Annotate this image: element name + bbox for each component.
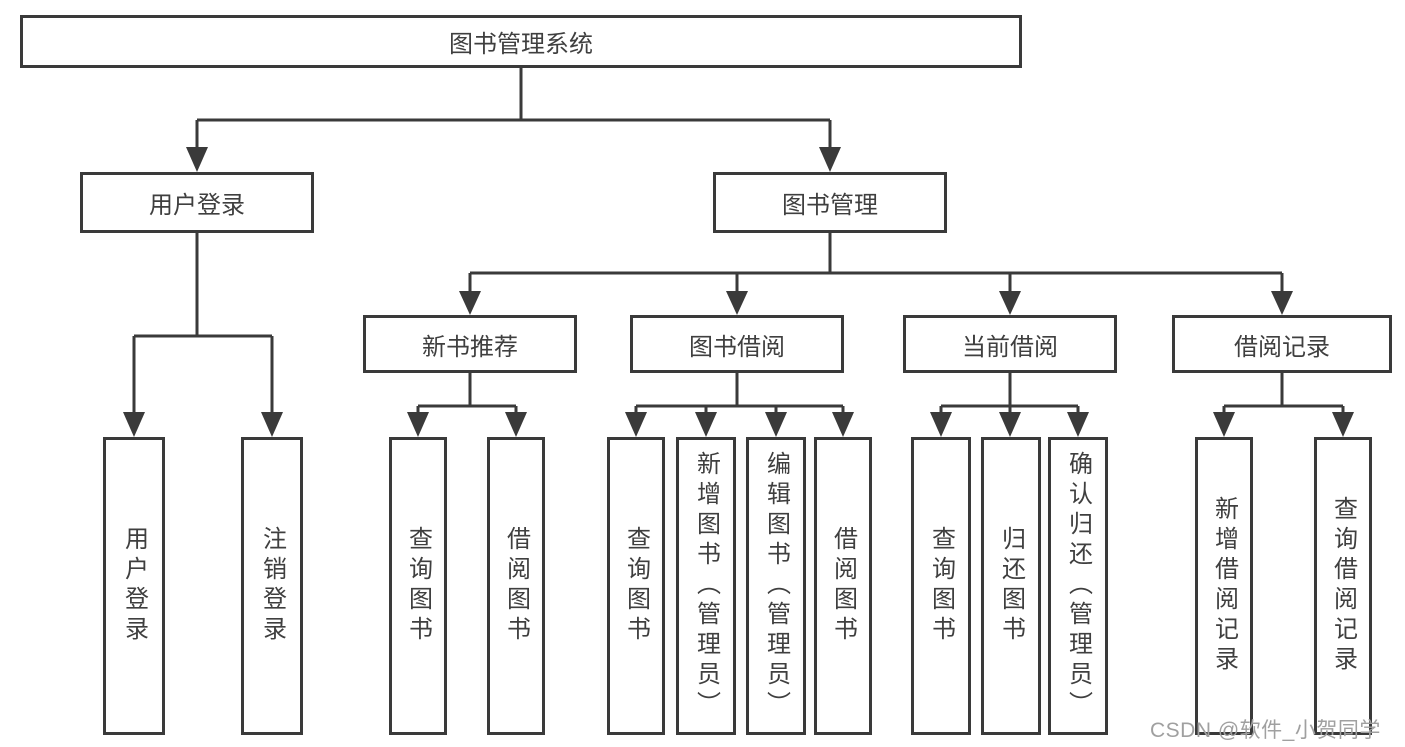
leaf-return-book: 归还图书	[981, 437, 1041, 735]
leaf-borrow-books-borrowing: 借阅图书	[814, 437, 872, 735]
node-borrowing-records: 借阅记录	[1172, 315, 1392, 373]
leaf-user-login: 用户登录	[103, 437, 165, 735]
csdn-watermark: CSDN @软件_小贺同学	[1150, 719, 1381, 742]
node-new-book-recommend: 新书推荐	[363, 315, 577, 373]
leaf-query-books-borrowing: 查询图书	[607, 437, 665, 735]
node-current-borrowing: 当前借阅	[903, 315, 1117, 373]
node-user-login: 用户登录	[80, 172, 314, 233]
leaf-logout: 注销登录	[241, 437, 303, 735]
leaf-edit-book-admin: 编辑图书（管理员）	[746, 437, 806, 735]
leaf-add-book-admin: 新增图书（管理员）	[676, 437, 736, 735]
leaf-query-borrow-record: 查询借阅记录	[1314, 437, 1372, 735]
leaf-query-books-current: 查询图书	[911, 437, 971, 735]
leaf-query-books-recommend: 查询图书	[389, 437, 447, 735]
node-book-management: 图书管理	[713, 172, 947, 233]
leaf-confirm-return-admin: 确认归还（管理员）	[1048, 437, 1108, 735]
node-book-borrowing: 图书借阅	[630, 315, 844, 373]
leaf-borrow-books-recommend: 借阅图书	[487, 437, 545, 735]
node-root-system: 图书管理系统	[20, 15, 1022, 68]
leaf-add-borrow-record: 新增借阅记录	[1195, 437, 1253, 735]
